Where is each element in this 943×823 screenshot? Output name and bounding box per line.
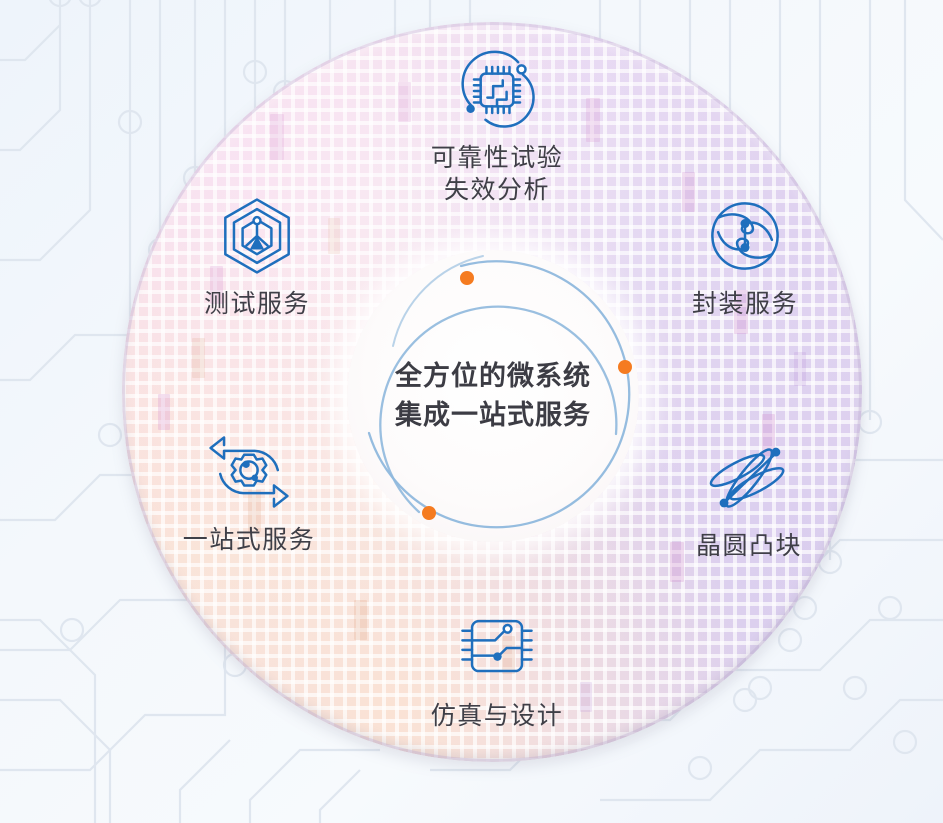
service-node-test[interactable]: 测试服务	[152, 188, 362, 320]
service-node-label: 一站式服务	[182, 526, 316, 554]
service-node-label: 测试服务	[203, 290, 310, 318]
service-node-label: 可靠性试验 失效分析	[430, 144, 564, 204]
center-title: 全方位的微系统 集成一站式服务	[347, 250, 639, 542]
center-hub: 全方位的微系统 集成一站式服务	[347, 250, 639, 542]
service-node-reliability[interactable]: 可靠性试验 失效分析	[392, 42, 602, 206]
arc-dot-top	[460, 271, 474, 285]
crossed-ellipses-icon	[709, 447, 785, 508]
service-node-onestop[interactable]: 一站式服务	[144, 424, 354, 556]
service-node-packaging[interactable]: 封装服务	[640, 188, 850, 320]
service-node-label: 晶圆凸块	[695, 532, 802, 560]
arc-dot-bottom-left	[422, 506, 436, 520]
arc-dot-right	[618, 360, 632, 374]
center-hub-arcs	[367, 255, 632, 529]
gear-refresh-icon	[209, 436, 289, 508]
center-title-line1: 全方位的微系统	[395, 361, 591, 392]
hexagon-probe-icon	[224, 198, 290, 274]
center-title-line2: 集成一站式服务	[395, 400, 591, 430]
sphere-swirl-icon	[711, 202, 779, 270]
service-node-label: 仿真与设计	[430, 702, 564, 730]
service-node-label: 封装服务	[691, 290, 798, 318]
chip-orbit-icon	[461, 50, 535, 128]
service-node-design[interactable]: 仿真与设计	[392, 600, 602, 732]
service-node-bumping[interactable]: 晶圆凸块	[644, 430, 854, 562]
chip-circuit-icon	[461, 619, 533, 673]
